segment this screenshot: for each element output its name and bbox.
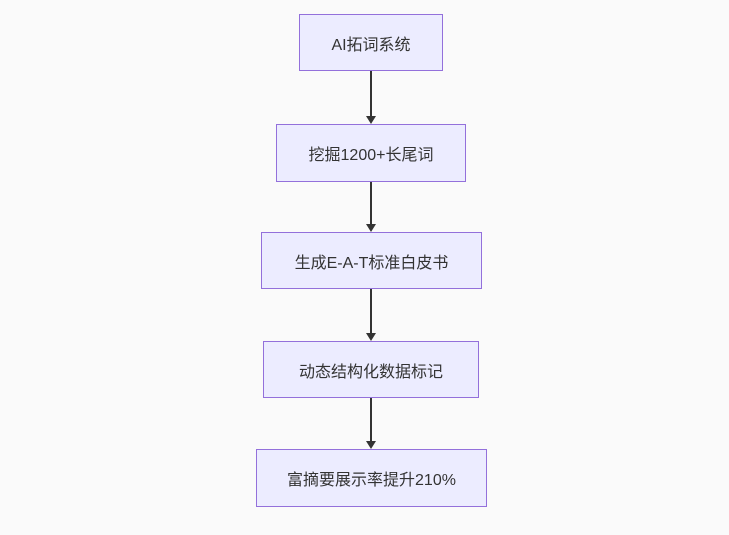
flowchart-node-eat-whitepaper: 生成E-A-T标准白皮书 — [261, 232, 482, 289]
arrowhead-down-icon — [366, 116, 376, 124]
flowchart-node-ai-keyword-system: AI拓词系统 — [299, 14, 443, 71]
flowchart-node-longtail-keywords: 挖掘1200+长尾词 — [276, 124, 466, 182]
node-label: 挖掘1200+长尾词 — [308, 147, 434, 164]
edge-arrow — [365, 289, 377, 341]
arrowhead-down-icon — [366, 333, 376, 341]
arrowhead-down-icon — [366, 441, 376, 449]
node-label: 动态结构化数据标记 — [298, 363, 443, 381]
edge-arrow — [365, 182, 377, 232]
arrow-line — [370, 398, 372, 443]
arrow-line — [370, 71, 372, 118]
arrow-line — [370, 289, 372, 335]
edge-arrow — [365, 71, 377, 124]
node-label: 生成E-A-T标准白皮书 — [294, 254, 449, 272]
node-label: 富摘要展示率提升210% — [287, 472, 456, 489]
node-label: AI拓词系统 — [331, 36, 411, 54]
arrowhead-down-icon — [366, 224, 376, 232]
flowchart-node-rich-snippet-rate: 富摘要展示率提升210% — [256, 449, 487, 507]
flowchart-node-structured-data-markup: 动态结构化数据标记 — [263, 341, 479, 398]
edge-arrow — [365, 398, 377, 449]
arrow-line — [370, 182, 372, 226]
